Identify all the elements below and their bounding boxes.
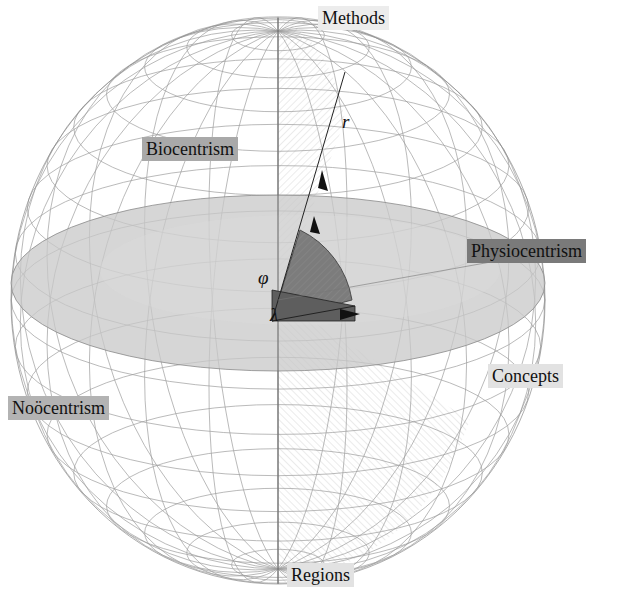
category-label-box: Regions bbox=[287, 563, 354, 587]
category-label: Concepts bbox=[492, 366, 559, 386]
category-label-box: Biocentrism bbox=[142, 137, 238, 161]
category-label-box: Noöcentrism bbox=[8, 396, 109, 420]
category-label: Biocentrism bbox=[146, 139, 234, 159]
math-symbol: φ bbox=[258, 267, 269, 288]
category-label-box: Methods bbox=[318, 6, 389, 30]
math-symbol: λ bbox=[270, 304, 278, 325]
category-label-box: Concepts bbox=[488, 364, 563, 388]
sphere-outline bbox=[11, 18, 545, 584]
symbol-label: λ bbox=[268, 305, 280, 325]
category-label: Methods bbox=[322, 8, 385, 28]
category-label: Physiocentrism bbox=[471, 241, 582, 261]
symbol-label: φ bbox=[256, 268, 271, 288]
category-label: Noöcentrism bbox=[12, 398, 105, 418]
math-symbol: r bbox=[342, 111, 349, 132]
symbol-label: r bbox=[340, 112, 351, 132]
category-label-box: Physiocentrism bbox=[467, 239, 586, 263]
category-label: Regions bbox=[291, 565, 350, 585]
